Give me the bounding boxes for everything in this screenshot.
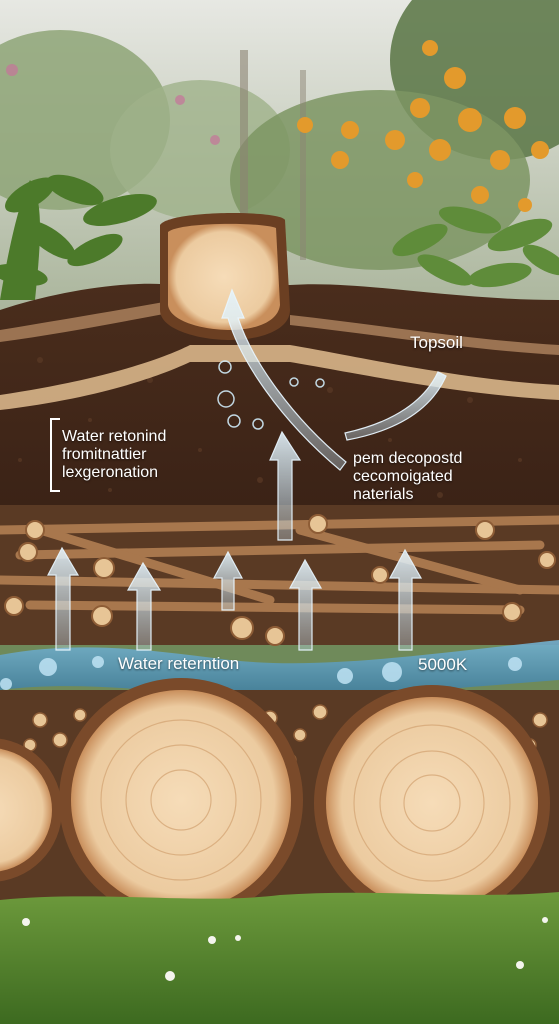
background-foliage <box>0 0 559 270</box>
log-left <box>0 738 62 882</box>
water-retention-side-label: Water retonind fromitnattier lexgeronati… <box>62 428 166 482</box>
bark-band <box>0 345 559 410</box>
water-band <box>0 640 559 697</box>
left-plant <box>0 174 157 300</box>
log-right <box>314 685 550 921</box>
materials-line-2: cecomoigated <box>353 467 453 485</box>
topsoil-label: Topsoil <box>410 333 463 352</box>
band-value-label: 5000K <box>418 655 468 674</box>
water-droplets <box>0 656 522 690</box>
retention-line-1: Water retonind <box>62 428 167 445</box>
retention-line-3: lexgeronation <box>62 463 159 481</box>
materials-line-1: pem decopostd <box>353 450 463 467</box>
water-retention-band-label: Water reterntion <box>118 654 240 673</box>
background-flowers <box>297 40 549 212</box>
soil-texture <box>18 357 522 498</box>
branch-ends <box>4 514 556 646</box>
bubbles <box>217 360 325 430</box>
grass-foreground <box>0 892 559 1024</box>
decomposed-materials-label: pem decopostd cecomoigated naterials <box>353 450 462 504</box>
bark-band-upper <box>0 300 175 342</box>
background-pink-flowers <box>6 64 220 145</box>
retention-bracket <box>50 418 60 492</box>
daisies <box>22 917 548 981</box>
log-center <box>59 678 303 922</box>
retention-line-2: fromitnattier <box>62 445 147 463</box>
materials-line-3: naterials <box>353 485 414 503</box>
right-plant <box>392 206 559 288</box>
flow-arrows <box>47 288 447 651</box>
